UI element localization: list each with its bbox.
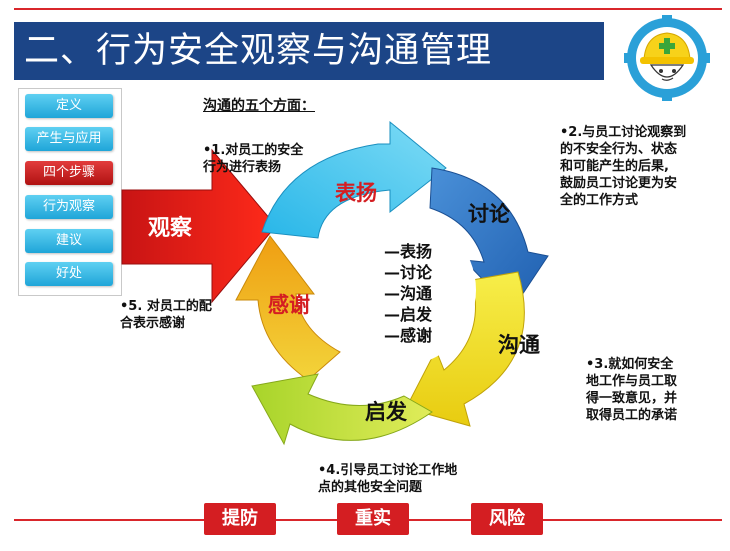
note-5: •5. 对员工的配合表示感谢 [120, 299, 212, 331]
button-zhongshi[interactable]: 重实 [337, 503, 409, 535]
label-taolun: 讨论 [468, 202, 511, 226]
note-3: •3.就如何安全地工作与员工取得一致意见，并取得员工的承诺 [586, 357, 678, 423]
observe-arrow [121, 148, 277, 304]
nav-item-suggestions[interactable]: 建议 [25, 229, 113, 253]
segment-biaoyang [261, 120, 447, 239]
note-1: •1.对员工的安全行为进行表扬 [203, 143, 304, 175]
center-list-item: —启发 [384, 305, 433, 324]
segment-qifa [251, 373, 433, 446]
center-list-item: —讨论 [384, 263, 433, 282]
center-list-item: —表扬 [384, 242, 433, 261]
nav-item-definition[interactable]: 定义 [25, 94, 113, 118]
label-qifa: 启发 [365, 400, 408, 424]
segment-ganxie [235, 235, 341, 381]
safety-helmet-logo [624, 15, 710, 101]
button-fengxian[interactable]: 风险 [471, 503, 543, 535]
note-4: •4.引导员工讨论工作地点的其他安全问题 [318, 463, 458, 495]
page-title: 二、行为安全观察与沟通管理 [14, 22, 604, 80]
label-goutong: 沟通 [498, 333, 540, 357]
label-biaoyang: 表扬 [335, 181, 377, 205]
nav-item-four-steps[interactable]: 四个步骤 [25, 161, 113, 185]
center-list-item: —沟通 [384, 284, 433, 303]
segment-goutong [405, 271, 525, 427]
header-divider [14, 8, 722, 10]
button-tifang[interactable]: 提防 [204, 503, 276, 535]
nav-item-origin-application[interactable]: 产生与应用 [25, 127, 113, 151]
label-ganxie: 感谢 [268, 293, 310, 317]
nav-item-behavior-observation[interactable]: 行为观察 [25, 195, 113, 219]
section-heading: 沟通的五个方面： [203, 98, 315, 114]
observe-label: 观察 [148, 215, 193, 241]
center-list: —表扬 —讨论 —沟通 —启发 —感谢 [384, 241, 432, 346]
center-list-item: —感谢 [384, 326, 433, 345]
nav-item-benefits[interactable]: 好处 [25, 262, 113, 286]
center-circle [324, 214, 476, 366]
note-2: •2.与员工讨论观察到的不安全行为、状态和可能产生的后果,鼓励员工讨论更为安全的… [560, 125, 687, 208]
